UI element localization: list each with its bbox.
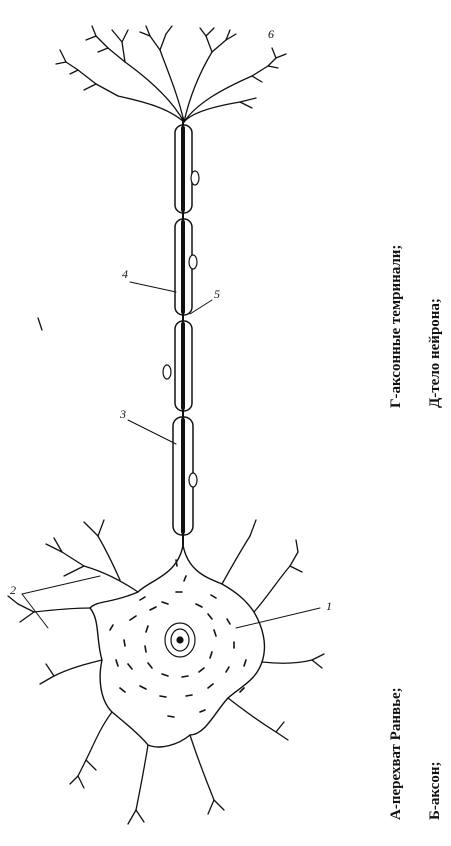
neuron-body [8,520,324,824]
label-3: 3 [119,407,126,421]
label-1: 1 [326,599,332,613]
legend-a: А-перехват Ранвье; [388,687,404,820]
legend-b: Б-аксон; [427,762,443,820]
label-4: 4 [122,267,128,281]
legend-g: Г-аксонные темринали; [388,245,404,408]
pointer-lines [22,282,320,628]
axon-terminals [56,26,286,122]
label-5: 5 [214,287,220,301]
label-6: 6 [268,27,274,41]
nucleus [165,623,195,657]
legend: А-перехват Ранвье; Б-аксон; Г-аксонные т… [388,245,443,820]
stray-mark [38,318,42,330]
label-2: 2 [10,583,16,597]
legend-d: Д-тело нейрона; [427,298,443,408]
